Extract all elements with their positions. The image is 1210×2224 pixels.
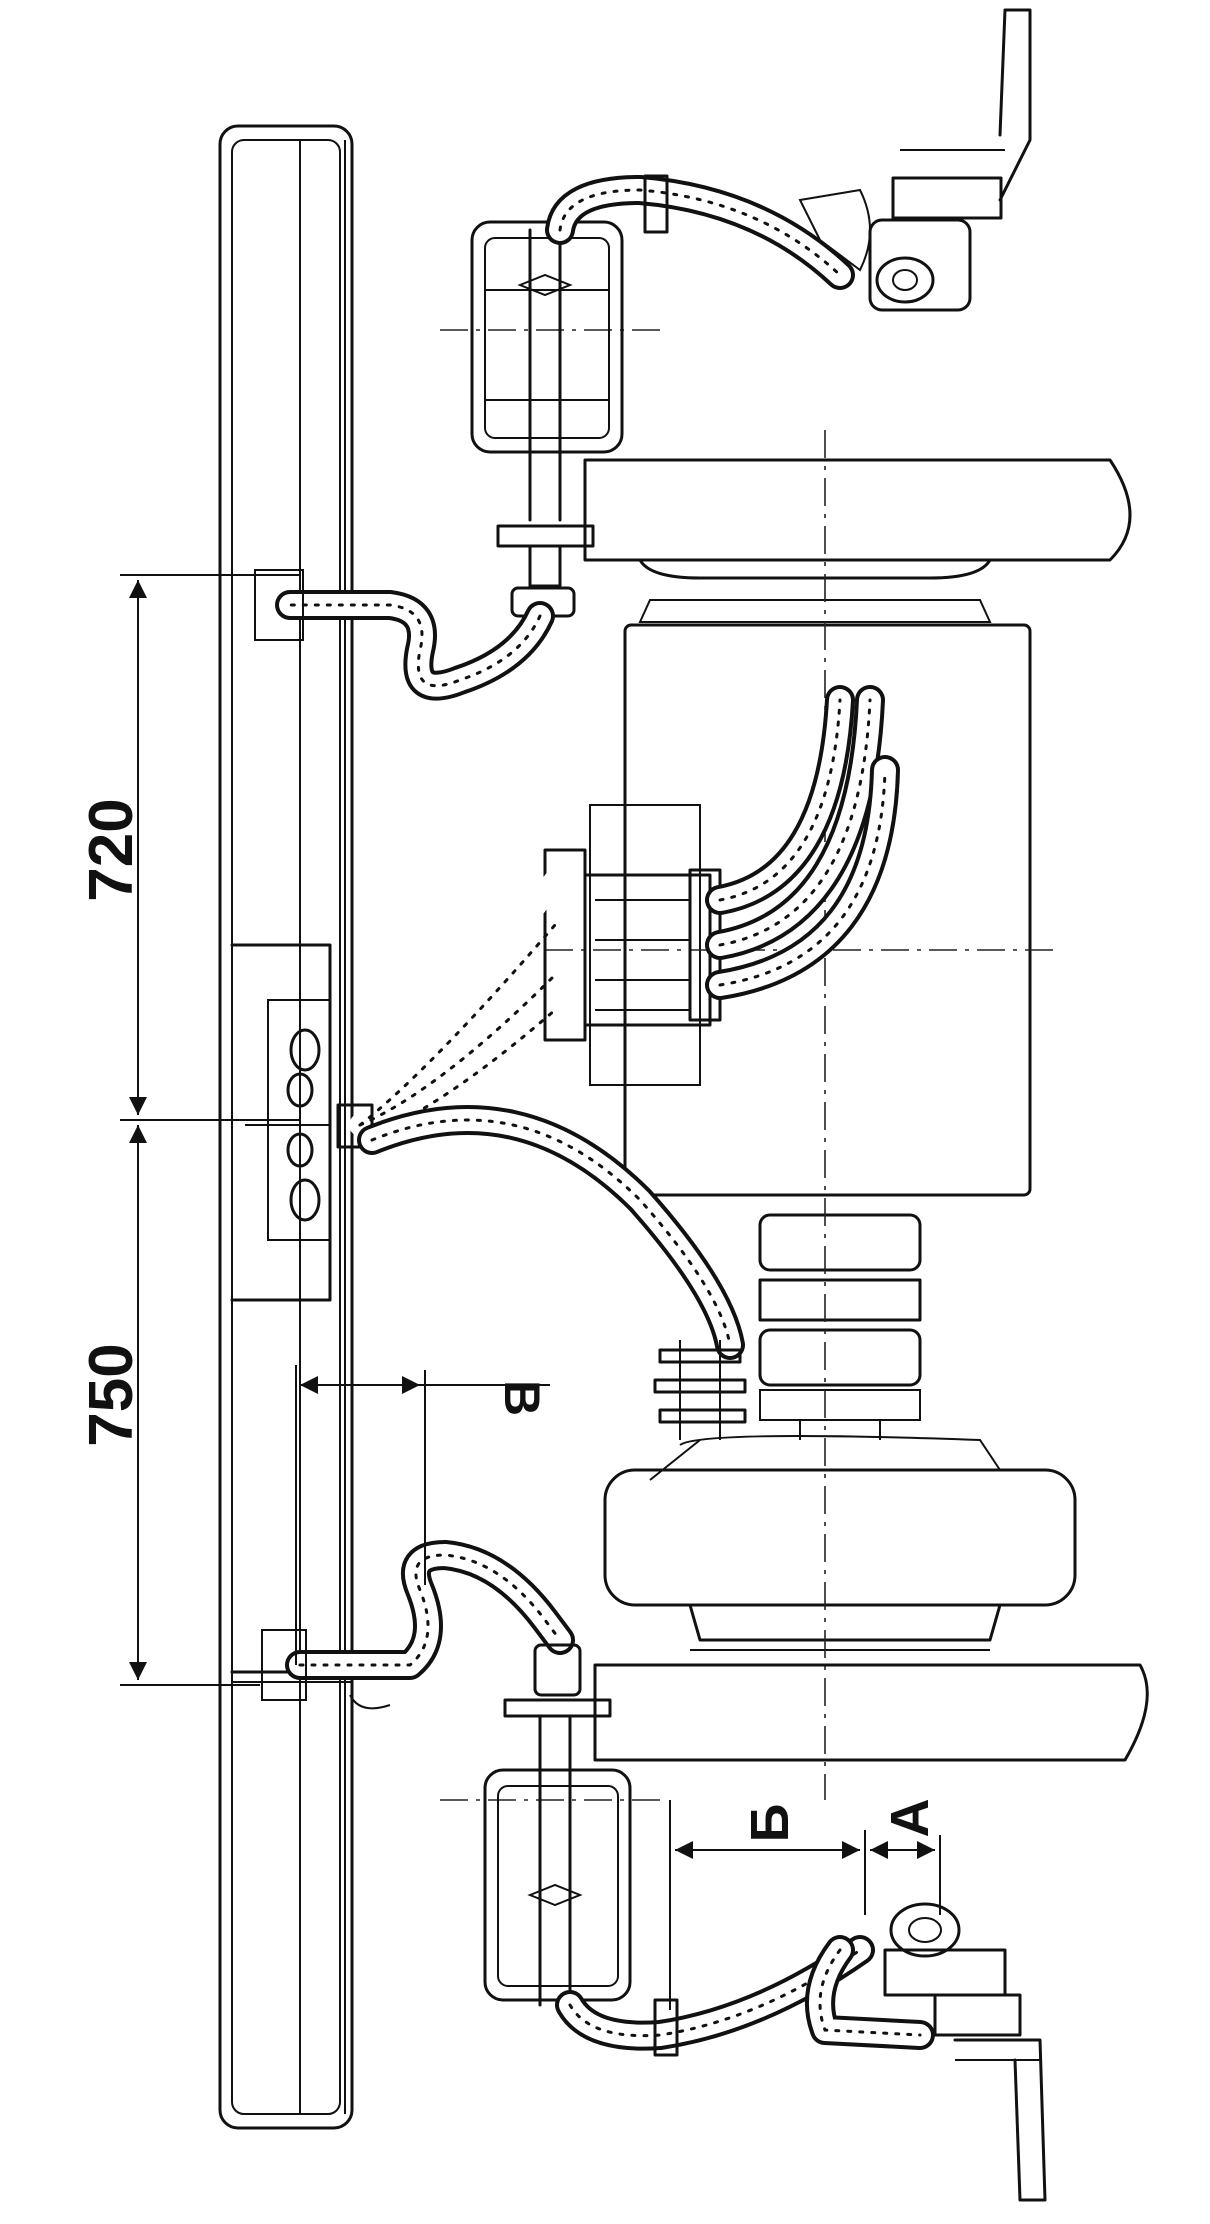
center-hoses-left bbox=[349, 869, 566, 1142]
upper-wheel bbox=[583, 458, 1132, 623]
dimension-720-label: 720 bbox=[77, 798, 146, 901]
center-lines bbox=[440, 329, 1060, 1801]
upper-brake-cylinder-hose bbox=[545, 174, 871, 290]
lower-brake-cylinder-hose bbox=[555, 1935, 935, 2057]
dimension-750-label: 750 bbox=[77, 1343, 146, 1446]
spring-stack bbox=[758, 1213, 922, 1440]
lower-side-hose bbox=[261, 1540, 575, 1710]
label-a: А bbox=[880, 1799, 940, 1838]
dimension-b: Б bbox=[669, 1800, 866, 2010]
lower-coupler-clamps bbox=[649, 1340, 747, 1481]
axle-box bbox=[589, 623, 1032, 1197]
upper-cock bbox=[868, 8, 1032, 312]
lower-wheel bbox=[593, 1435, 1149, 1762]
frame-beam bbox=[218, 124, 354, 2130]
label-b: Б bbox=[740, 1804, 800, 1843]
lower-cock bbox=[883, 1902, 1047, 2202]
center-arc-hose bbox=[357, 1105, 745, 1360]
lower-coupler-flange bbox=[503, 1643, 612, 1718]
upper-valve-box bbox=[470, 220, 624, 522]
label-v: В bbox=[494, 1380, 550, 1416]
dimension-v: В bbox=[295, 1365, 550, 1665]
dimension-720: 720 bbox=[77, 574, 300, 1121]
dimension-750: 750 bbox=[77, 1125, 260, 1686]
center-hoses-right bbox=[705, 685, 900, 1000]
upper-hose bbox=[254, 569, 555, 701]
center-manifold bbox=[543, 848, 722, 1042]
dimension-a: А bbox=[870, 1799, 941, 1915]
